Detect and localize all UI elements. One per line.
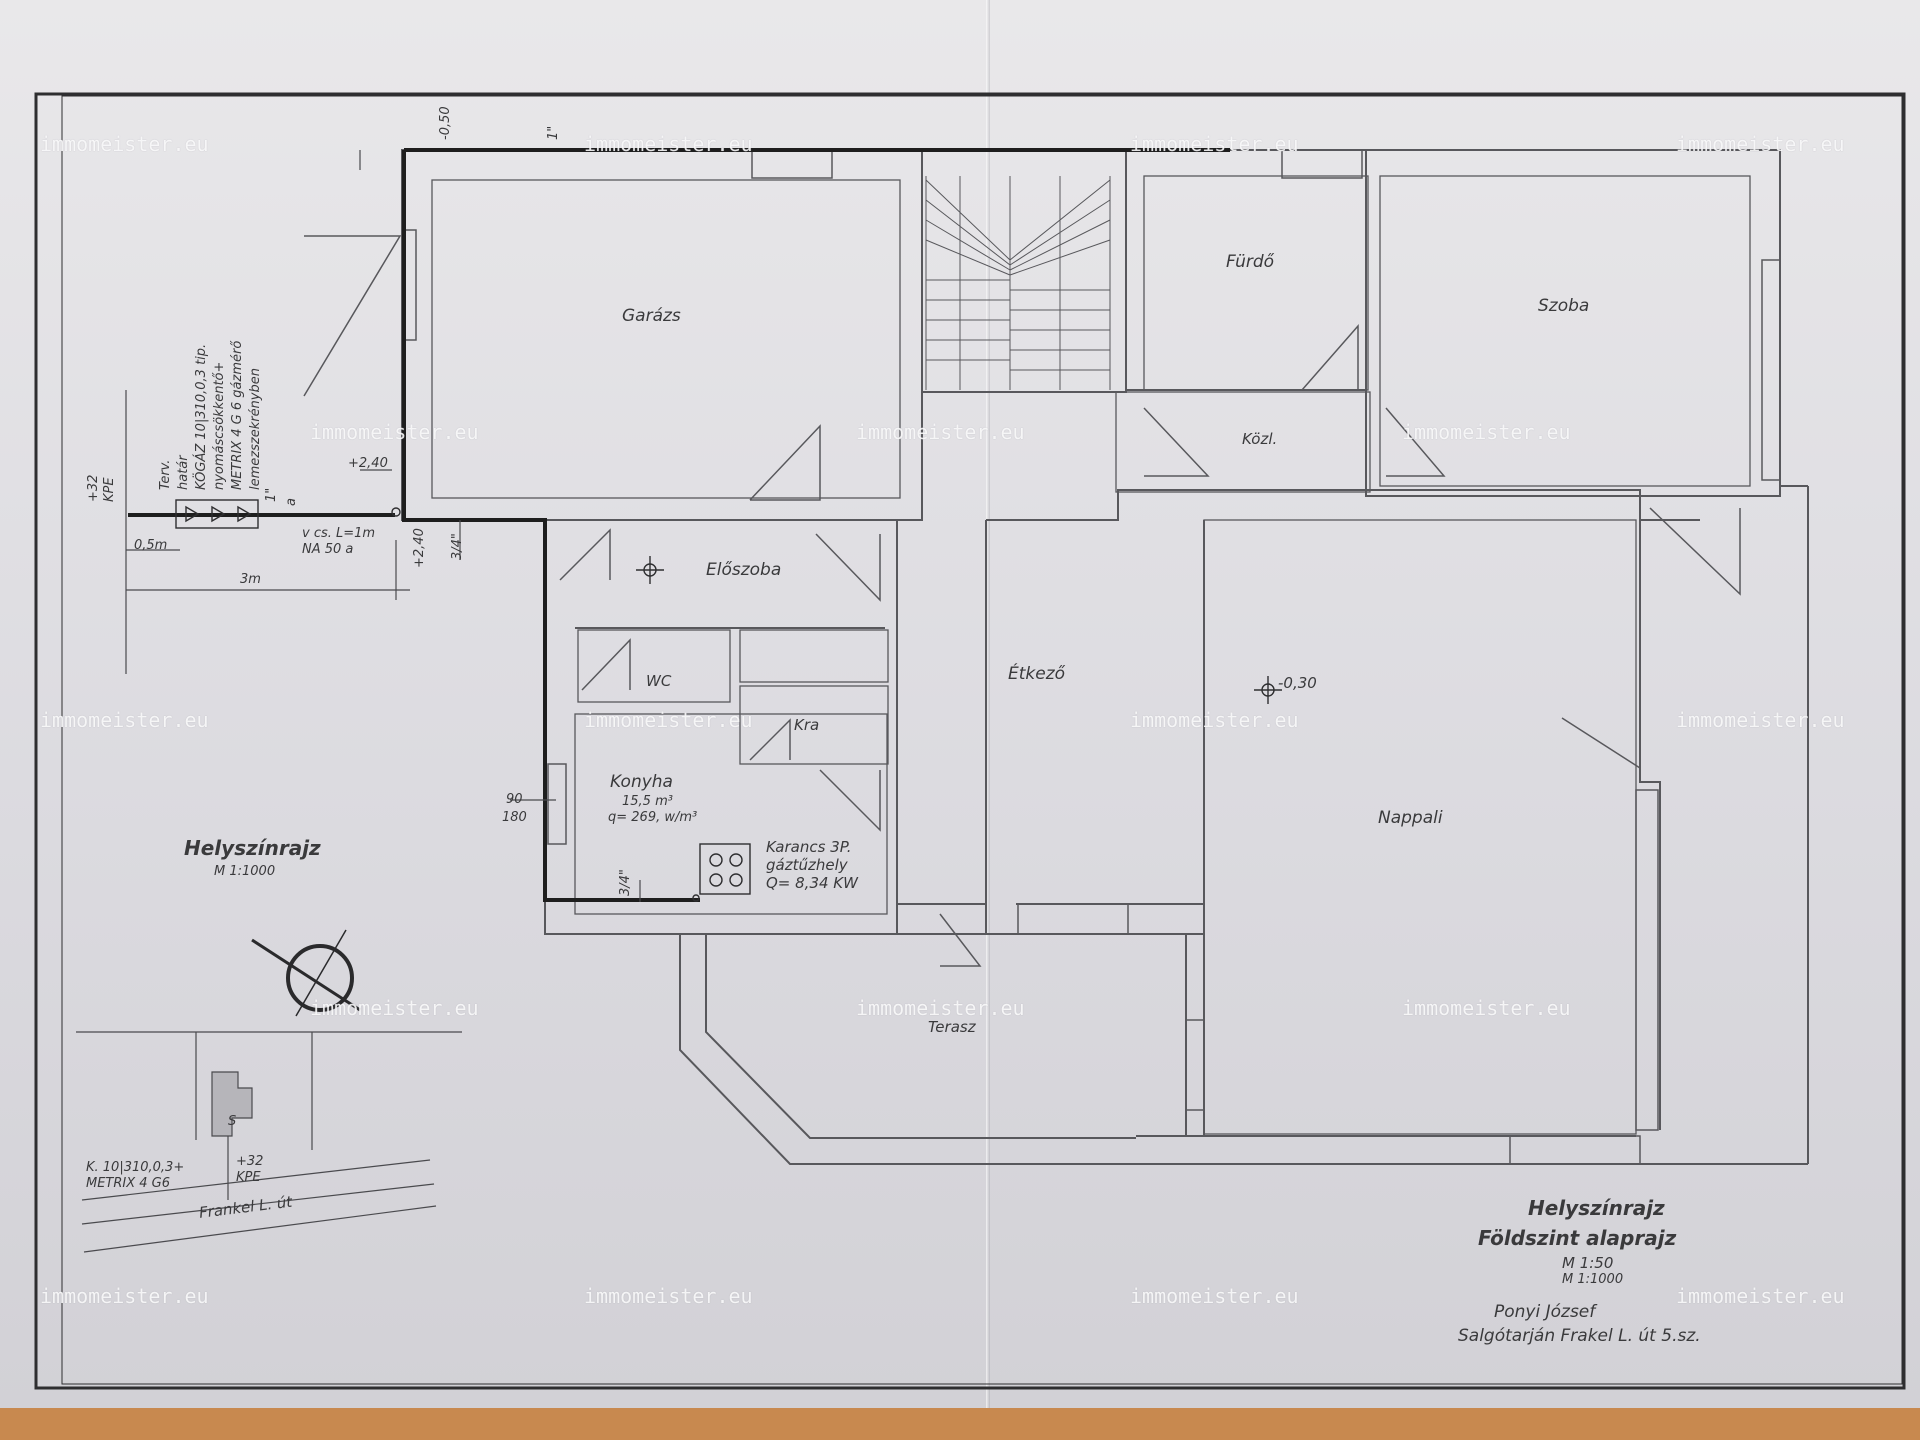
room-label-room: Szoba xyxy=(1538,296,1590,316)
site-note-1: K. 10|310,0,3+ xyxy=(86,1160,185,1175)
valve-label: a xyxy=(284,498,299,506)
gas-pipe xyxy=(128,148,1230,902)
gas-meter-assembly xyxy=(175,499,700,902)
site-building-mark: S xyxy=(228,1114,237,1129)
room-label-kitchen: Konyha xyxy=(610,772,673,792)
appliance-power: Q= 8,34 KW xyxy=(766,874,858,892)
site-kpe-size: +32 xyxy=(236,1154,264,1169)
site-note-2: METRIX 4 G6 xyxy=(86,1176,171,1191)
watermark: immomeister.eu xyxy=(310,420,479,444)
level-plus-1: +2,40 xyxy=(348,456,388,471)
watermark: immomeister.eu xyxy=(40,1284,209,1308)
gas-stove xyxy=(699,843,751,895)
room-label-garage: Garázs xyxy=(622,306,681,326)
door-swings xyxy=(303,235,1741,967)
dimension-lines xyxy=(125,150,641,902)
watermark: immomeister.eu xyxy=(856,996,1025,1020)
watermark: immomeister.eu xyxy=(1130,708,1299,732)
watermark: immomeister.eu xyxy=(1676,1284,1845,1308)
room-label-corridor: Közl. xyxy=(1242,430,1278,448)
title-block-scale-1: M 1:50 xyxy=(1562,1254,1614,1272)
watermark: immomeister.eu xyxy=(584,132,753,156)
staircase xyxy=(925,176,1111,390)
watermark: immomeister.eu xyxy=(856,420,1025,444)
watermark: immomeister.eu xyxy=(1676,132,1845,156)
kitchen-heat-load: q= 269, w/m³ xyxy=(608,810,698,825)
pipe-size-hall: 3/4" xyxy=(450,533,465,560)
meter-note-4: nyomáscsökkentő+ xyxy=(212,361,227,490)
north-arrow xyxy=(251,929,361,1017)
appliance-type: gáztűzhely xyxy=(766,856,848,874)
watermark: immomeister.eu xyxy=(1130,1284,1299,1308)
room-label-pantry: Kra xyxy=(794,716,820,734)
window-height: 180 xyxy=(502,810,527,825)
dimension-three-meter: 3m xyxy=(240,572,261,587)
watermark: immomeister.eu xyxy=(1402,420,1571,444)
meter-pipe-length: v cs. L=1m xyxy=(302,526,376,541)
title-block-scale-2: M 1:1000 xyxy=(1562,1272,1624,1287)
meter-note-5: METRIX 4 G 6 gázmérő xyxy=(230,340,245,490)
pipe-size-top: 1" xyxy=(546,125,561,140)
meter-note-3: KÖGÁZ 10|310,0,3 tip. xyxy=(194,343,209,490)
level-living: -0,30 xyxy=(1278,674,1317,692)
kpe-label: KPE xyxy=(102,477,117,502)
watermark: immomeister.eu xyxy=(1402,996,1571,1020)
title-block-title-2: Földszint alaprajz xyxy=(1478,1226,1677,1250)
garage-walls xyxy=(401,149,923,521)
paper-fold xyxy=(986,0,990,1408)
pipe-size-kitchen: 3/4" xyxy=(618,869,633,896)
windows xyxy=(401,149,1781,1165)
meter-pipe-size: NA 50 a xyxy=(302,542,354,557)
pipe-size-meter: 1" xyxy=(264,487,279,502)
title-block-title-1: Helyszínrajz xyxy=(1528,1196,1665,1220)
title-block-owner: Ponyi József xyxy=(1494,1302,1596,1322)
room-label-wc: WC xyxy=(646,672,672,690)
meter-note-2: határ xyxy=(176,455,191,490)
watermark: immomeister.eu xyxy=(40,132,209,156)
watermark: immomeister.eu xyxy=(1130,132,1299,156)
level-top: -0,50 xyxy=(438,106,453,140)
title-block-address: Salgótarján Frakel L. út 5.sz. xyxy=(1458,1326,1701,1346)
room-label-living: Nappali xyxy=(1378,808,1443,828)
kitchen-volume: 15,5 m³ xyxy=(622,794,673,809)
window-width: 90 xyxy=(506,792,523,807)
site-plan-title: Helyszínrajz xyxy=(184,836,321,860)
site-plan-scale: M 1:1000 xyxy=(214,864,276,879)
dimension-half-meter: 0,5m xyxy=(134,538,168,553)
level-markers xyxy=(636,556,1282,704)
meter-note-6: lemezszekrényben xyxy=(248,368,263,490)
meter-note-1: Terv. xyxy=(158,459,173,490)
level-plus-2: +2,40 xyxy=(412,528,427,568)
watermark: immomeister.eu xyxy=(310,996,479,1020)
room-label-dining: Étkező xyxy=(1008,664,1066,684)
watermark: immomeister.eu xyxy=(584,1284,753,1308)
appliance-name: Karancs 3P. xyxy=(766,838,852,856)
watermark: immomeister.eu xyxy=(40,708,209,732)
watermark: immomeister.eu xyxy=(584,708,753,732)
outer-frame xyxy=(34,92,1906,1390)
room-label-hall: Előszoba xyxy=(706,560,782,580)
watermark: immomeister.eu xyxy=(1676,708,1845,732)
site-plan xyxy=(76,1031,462,1253)
inner-frame xyxy=(61,95,1903,1385)
room-label-bathroom: Fürdő xyxy=(1226,252,1275,272)
room-label-terrace: Terasz xyxy=(928,1018,976,1036)
site-kpe-label: KPE xyxy=(236,1170,261,1185)
kpe-size: +32 xyxy=(86,474,101,502)
